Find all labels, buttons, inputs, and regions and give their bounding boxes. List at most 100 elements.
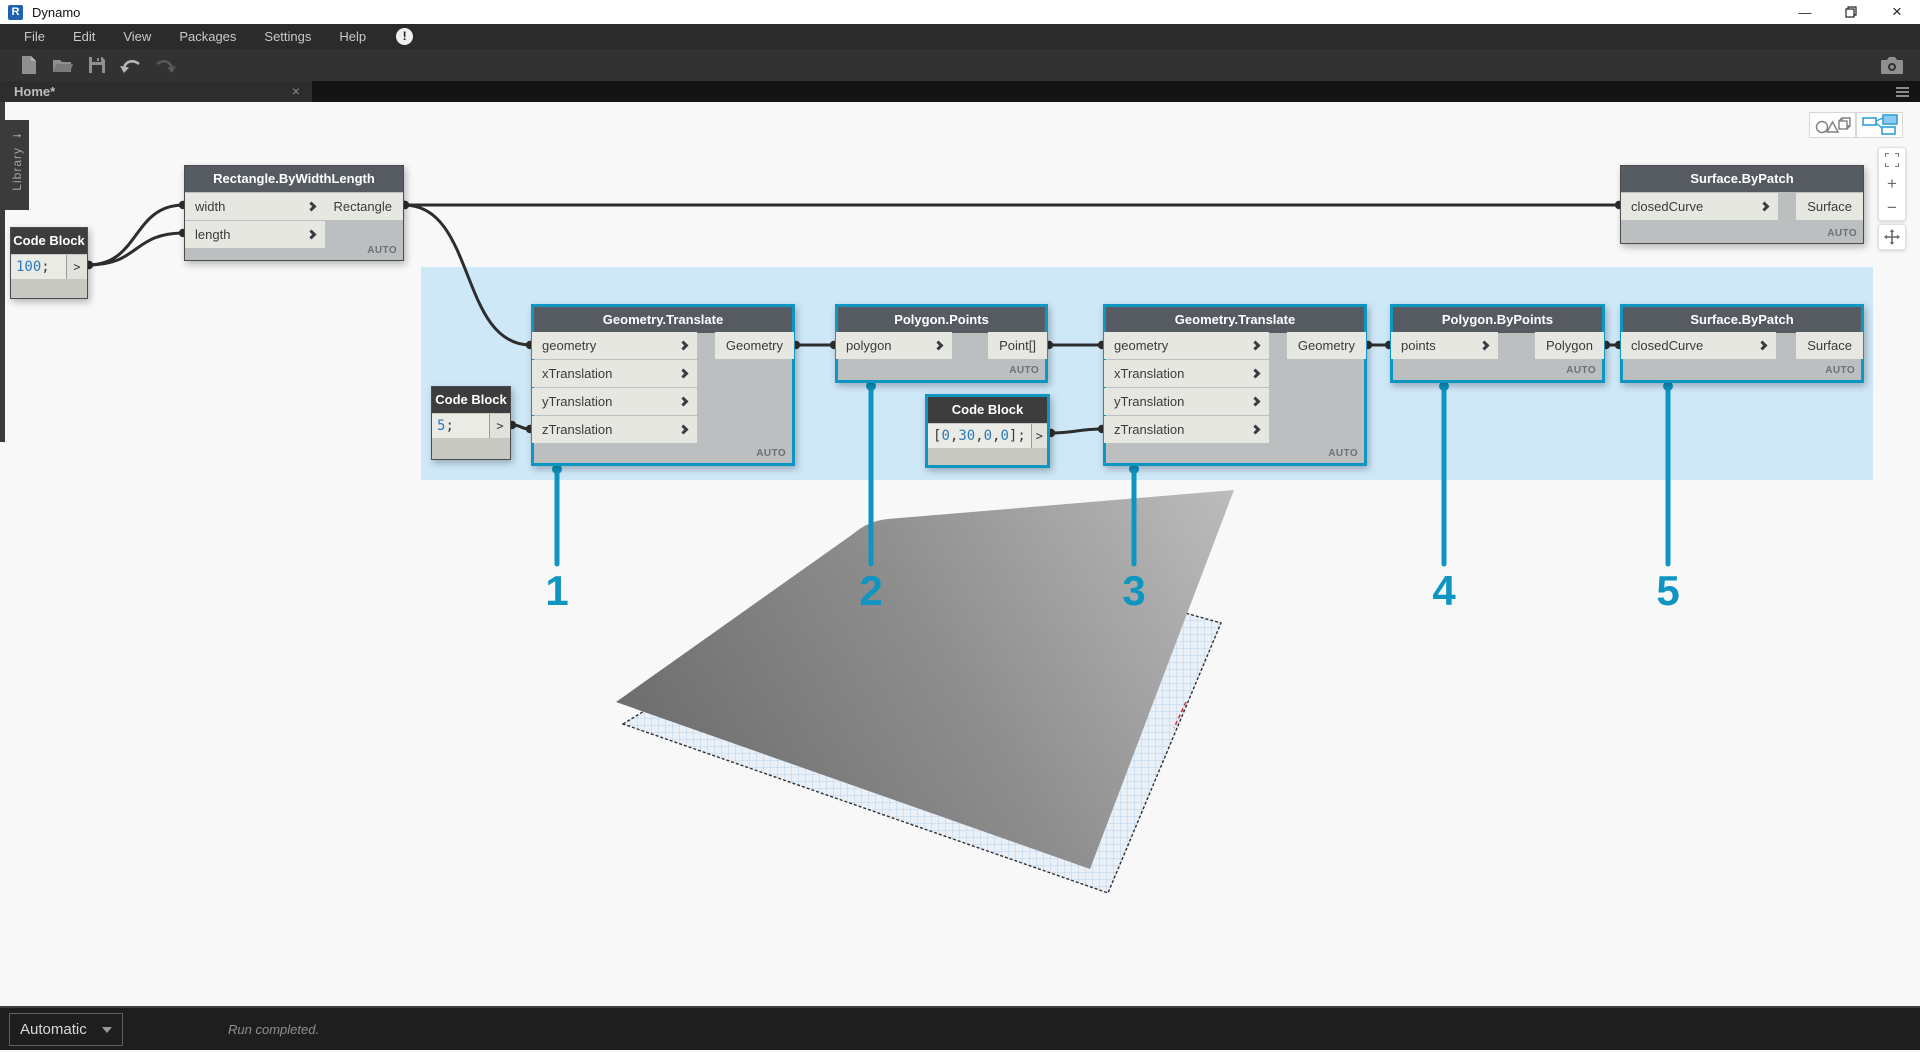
fit-view-icon bbox=[1885, 153, 1899, 167]
chevron-right-icon bbox=[1759, 201, 1770, 212]
chevron-right-icon bbox=[678, 368, 689, 379]
main-toolbar bbox=[0, 49, 1920, 81]
tab-overflow-icon[interactable] bbox=[1890, 81, 1914, 102]
input-port-geometry[interactable]: geometry bbox=[1104, 332, 1270, 359]
menu-edit[interactable]: Edit bbox=[72, 29, 96, 44]
redo-button[interactable] bbox=[148, 51, 182, 79]
menu-bar: File Edit View Packages Settings Help! bbox=[0, 24, 1920, 49]
wire[interactable] bbox=[87, 231, 185, 267]
chevron-right-icon bbox=[306, 201, 316, 212]
status-bar: Automatic Run completed. bbox=[0, 1006, 1920, 1050]
output-port-Polygon[interactable]: Polygon bbox=[1535, 332, 1604, 359]
input-port-yTranslation[interactable]: yTranslation bbox=[532, 388, 698, 415]
menu-file[interactable]: File bbox=[24, 29, 45, 44]
chevron-right-icon bbox=[1250, 368, 1261, 379]
code-input[interactable]: 5; bbox=[432, 414, 489, 438]
graph-view-button[interactable] bbox=[1856, 112, 1903, 138]
input-port-xTranslation[interactable]: xTranslation bbox=[532, 360, 698, 387]
input-port-zTranslation[interactable]: zTranslation bbox=[1104, 416, 1270, 443]
output-port-Geometry[interactable]: Geometry bbox=[714, 332, 794, 359]
close-button[interactable]: × bbox=[1892, 2, 1902, 21]
zoom-in-button[interactable]: + bbox=[1887, 174, 1897, 193]
tab-close-icon[interactable]: × bbox=[291, 83, 300, 99]
new-file-button[interactable] bbox=[12, 51, 46, 79]
chevron-right-icon bbox=[678, 396, 689, 407]
surface-preview bbox=[616, 490, 1234, 869]
input-port-points[interactable]: points bbox=[1391, 332, 1498, 359]
window-title: Dynamo bbox=[32, 4, 81, 20]
menu-help[interactable]: Help bbox=[339, 29, 367, 44]
input-port-closedCurve[interactable]: closedCurve bbox=[1621, 193, 1779, 220]
chevron-right-icon bbox=[1250, 424, 1261, 435]
wire[interactable] bbox=[403, 203, 532, 347]
tab-home[interactable]: Home* × bbox=[0, 81, 312, 102]
node-title[interactable]: Rectangle.ByWidthLength bbox=[185, 166, 403, 192]
input-port-closedCurve[interactable]: closedCurve bbox=[1621, 332, 1776, 359]
code-input[interactable]: [0,30,0,0]; bbox=[928, 424, 1031, 448]
library-tab[interactable]: → Library bbox=[5, 120, 29, 210]
minimize-button[interactable]: — bbox=[1798, 4, 1812, 20]
wire[interactable] bbox=[1049, 427, 1104, 435]
lacing-badge: AUTO bbox=[756, 448, 786, 459]
menu-view[interactable]: View bbox=[123, 29, 152, 44]
node-title[interactable]: Surface.ByPatch bbox=[1623, 307, 1861, 333]
output-port[interactable]: > bbox=[1030, 424, 1047, 448]
input-port-polygon[interactable]: polygon bbox=[836, 332, 952, 359]
node-title[interactable]: Polygon.Points bbox=[838, 307, 1045, 333]
run-status-text: Run completed. bbox=[228, 1022, 320, 1037]
menu-packages[interactable]: Packages bbox=[179, 29, 237, 44]
restore-button[interactable] bbox=[1828, 0, 1874, 24]
menu-settings[interactable]: Settings bbox=[264, 29, 312, 44]
node-title[interactable]: Geometry.Translate bbox=[534, 307, 792, 333]
callout-number: 1 bbox=[545, 567, 568, 614]
port-label: closedCurve bbox=[1631, 199, 1704, 214]
input-port-geometry[interactable]: geometry bbox=[532, 332, 698, 359]
input-port-length[interactable]: length bbox=[185, 221, 325, 248]
node-title[interactable]: Surface.ByPatch bbox=[1621, 166, 1863, 192]
input-port-zTranslation[interactable]: zTranslation bbox=[532, 416, 698, 443]
node-title[interactable]: Code Block bbox=[928, 397, 1047, 423]
undo-button[interactable] bbox=[114, 51, 148, 79]
output-port[interactable]: > bbox=[66, 255, 87, 279]
export-image-button[interactable] bbox=[1872, 51, 1912, 79]
node-code-block-3[interactable]: Code Block[0,30,0,0];> bbox=[925, 394, 1050, 468]
output-port-Rectangle[interactable]: Rectangle bbox=[322, 193, 403, 220]
port-label: width bbox=[195, 199, 226, 214]
open-file-button[interactable] bbox=[46, 51, 80, 79]
input-port-width[interactable]: width bbox=[185, 193, 325, 220]
open-file-icon bbox=[53, 60, 73, 72]
node-title[interactable]: Geometry.Translate bbox=[1106, 307, 1364, 333]
output-port[interactable]: > bbox=[489, 414, 510, 438]
output-port-Point[][interactable]: Point[] bbox=[988, 332, 1047, 359]
pan-button[interactable] bbox=[1878, 224, 1906, 250]
output-port-Surface[interactable]: Surface bbox=[1796, 193, 1863, 220]
port-label: polygon bbox=[846, 338, 892, 353]
code-input[interactable]: 100; bbox=[11, 255, 66, 279]
notifications-icon[interactable]: ! bbox=[396, 28, 414, 45]
zoom-out-button[interactable]: − bbox=[1887, 198, 1897, 217]
fit-view-button[interactable] bbox=[1879, 148, 1905, 172]
node-title[interactable]: Code Block bbox=[432, 387, 510, 413]
lacing-badge: AUTO bbox=[1825, 365, 1855, 376]
output-port-Surface[interactable]: Surface bbox=[1796, 332, 1863, 359]
node-title[interactable]: Code Block bbox=[11, 228, 87, 254]
geometry-view-button[interactable] bbox=[1809, 112, 1856, 138]
zoom-controls: + − bbox=[1878, 147, 1906, 221]
save-button[interactable] bbox=[80, 51, 114, 79]
output-port-Geometry[interactable]: Geometry bbox=[1286, 332, 1366, 359]
input-port-xTranslation[interactable]: xTranslation bbox=[1104, 360, 1270, 387]
input-port-yTranslation[interactable]: yTranslation bbox=[1104, 388, 1270, 415]
chevron-down-icon bbox=[102, 1026, 112, 1033]
node-title[interactable]: Polygon.ByPoints bbox=[1393, 307, 1602, 333]
run-mode-dropdown[interactable]: Automatic bbox=[9, 1013, 123, 1046]
